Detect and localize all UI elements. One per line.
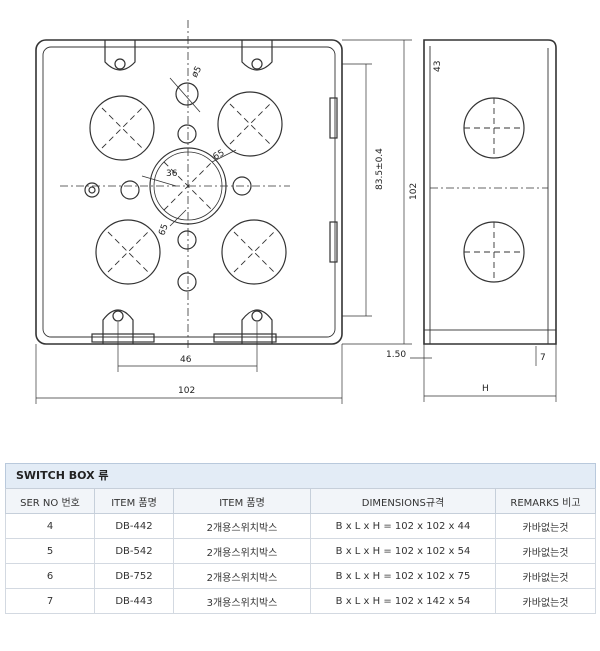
cell-item: DB-443 — [94, 588, 174, 614]
box-inner-outline — [42, 46, 336, 338]
cell-ser-no: 5 — [5, 538, 95, 564]
table-row: 6 DB-752 2개용스위치박스 B x L x H = 102 x 102 … — [5, 563, 596, 589]
spec-table-title: SWITCH BOX 류 — [5, 463, 596, 488]
dim-side-small-label: 7 — [540, 353, 546, 363]
col-header-item: ITEM 품명 — [94, 488, 174, 514]
knockout-large — [217, 91, 283, 157]
cell-remarks: 카바없는것 — [495, 588, 596, 614]
knockout-small — [177, 272, 197, 292]
table-row: 5 DB-542 2개용스위치박스 B x L x H = 102 x 102 … — [5, 538, 596, 564]
ground-screw — [84, 182, 100, 198]
side-slot — [329, 97, 338, 139]
cell-dimensions: B x L x H = 102 x 102 x 54 — [310, 538, 496, 564]
dim-flange-label: 1.50 — [386, 350, 406, 360]
cell-ser-no: 4 — [5, 513, 95, 539]
side-view — [410, 39, 557, 402]
bottom-lip — [213, 333, 277, 343]
knockout-small — [120, 180, 140, 200]
dim-ko-small-label: ø5 — [190, 65, 204, 80]
dim-depth-label: H — [482, 384, 489, 394]
knockout-center-inner — [153, 151, 223, 221]
cell-dimensions: B x L x H = 102 x 142 x 54 — [310, 588, 496, 614]
side-outline — [423, 39, 557, 345]
mount-tab-top-left — [104, 40, 136, 71]
knockout-small — [175, 82, 199, 106]
cell-remarks: 카바없는것 — [495, 563, 596, 589]
col-header-dimensions: DIMENSIONS규격 — [310, 488, 496, 514]
cell-ser-no: 7 — [5, 588, 95, 614]
knockout-small — [177, 230, 197, 250]
dim-width-label: 102 — [178, 386, 195, 396]
cell-item: DB-752 — [94, 563, 174, 589]
knockout-large — [221, 219, 287, 285]
table-header-row: SER NO 번호 ITEM 품명 ITEM 품명 DIMENSIONS규격 R… — [5, 488, 596, 514]
knockout-large — [89, 95, 155, 161]
cell-item: DB-442 — [94, 513, 174, 539]
box-outline — [35, 39, 343, 345]
dim-height-label: 102 — [409, 183, 419, 200]
cell-item-name: 2개용스위치박스 — [173, 513, 311, 539]
mount-tab-bottom-left — [102, 309, 134, 344]
cell-item-name: 2개용스위치박스 — [173, 538, 311, 564]
spec-table-panel: SWITCH BOX 류 SER NO 번호 ITEM 품명 ITEM 품명 D… — [5, 463, 596, 614]
knockout-center — [149, 147, 227, 225]
ground-screw-center — [88, 186, 96, 194]
cell-dimensions: B x L x H = 102 x 102 x 44 — [310, 513, 496, 539]
dim-ko-large-label: 65 — [212, 148, 227, 162]
dim-side-top-label: 43 — [433, 61, 443, 72]
cell-remarks: 카바없는것 — [495, 538, 596, 564]
screw-hole — [251, 58, 263, 70]
dim-center-ko-label: 36 — [166, 169, 178, 179]
side-slot — [329, 221, 338, 263]
switch-box-drawing: 102 46 H 1.50 36 65 65 ø5 83.5±0.4 102 4… — [35, 20, 557, 404]
knockout-small — [177, 124, 197, 144]
table-row: 4 DB-442 2개용스위치박스 B x L x H = 102 x 102 … — [5, 513, 596, 539]
col-header-ser-no: SER NO 번호 — [5, 488, 95, 514]
cell-item: DB-542 — [94, 538, 174, 564]
screw-hole — [112, 310, 124, 322]
cell-remarks: 카바없는것 — [495, 513, 596, 539]
screw-hole — [114, 58, 126, 70]
spec-table: SER NO 번호 ITEM 품명 ITEM 품명 DIMENSIONS규격 R… — [5, 488, 596, 614]
technical-drawing: 102 46 H 1.50 36 65 65 ø5 83.5±0.4 102 4… — [35, 20, 557, 404]
cell-dimensions: B x L x H = 102 x 102 x 75 — [310, 563, 496, 589]
knockout-small — [232, 176, 252, 196]
dim-ko-large-label-2: 65 — [157, 223, 170, 237]
screw-hole — [251, 310, 263, 322]
col-header-item-name: ITEM 품명 — [173, 488, 311, 514]
dim-inner-label: 83.5±0.4 — [375, 148, 385, 190]
table-row: 7 DB-443 3개용스위치박스 B x L x H = 102 x 142 … — [5, 588, 596, 614]
cell-item-name: 3개용스위치박스 — [173, 588, 311, 614]
mount-tab-top-right — [241, 40, 273, 71]
knockout-large — [95, 219, 161, 285]
front-view — [35, 20, 412, 404]
dim-pitch-label: 46 — [180, 355, 192, 365]
bottom-lip — [91, 333, 155, 343]
col-header-remarks: REMARKS 비고 — [495, 488, 596, 514]
cell-item-name: 2개용스위치박스 — [173, 563, 311, 589]
cell-ser-no: 6 — [5, 563, 95, 589]
mount-tab-bottom-right — [241, 309, 273, 344]
